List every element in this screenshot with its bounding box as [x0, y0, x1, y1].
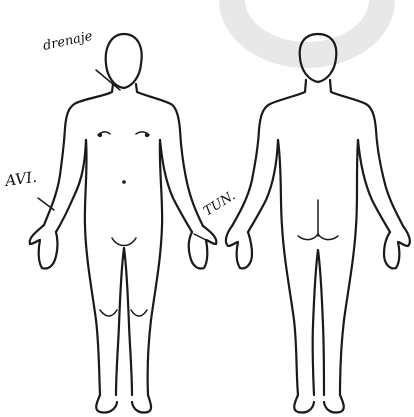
front-right-nipple	[145, 133, 149, 137]
label-drenaje: drenaje	[42, 29, 94, 54]
front-body-figure	[30, 34, 217, 413]
front-navel	[122, 180, 126, 184]
front-knees	[100, 310, 147, 316]
watermark-ring	[232, 0, 382, 55]
back-right-hand	[384, 226, 410, 268]
label-avi: AVI.	[2, 168, 38, 191]
front-feet	[96, 395, 151, 413]
front-torso-outline	[44, 84, 203, 226]
annotation-tun: TUN.	[194, 188, 238, 244]
back-left-hand	[226, 226, 252, 268]
front-left-hand	[30, 225, 58, 269]
label-tun: TUN.	[201, 188, 238, 219]
annotation-avi: AVI.	[2, 168, 54, 210]
pointer-tun	[194, 234, 214, 244]
front-left-nipple	[98, 133, 102, 137]
front-right-hand	[189, 226, 217, 269]
front-inner-arms	[56, 140, 192, 232]
back-legs	[278, 140, 358, 395]
back-body-figure	[226, 34, 410, 413]
front-chest-details	[98, 132, 149, 135]
front-legs	[85, 140, 162, 395]
back-inner-arms	[248, 140, 390, 232]
front-head	[106, 34, 142, 88]
back-feet	[294, 395, 344, 413]
front-groin	[112, 238, 136, 246]
annotation-drenaje: drenaje	[42, 29, 120, 90]
